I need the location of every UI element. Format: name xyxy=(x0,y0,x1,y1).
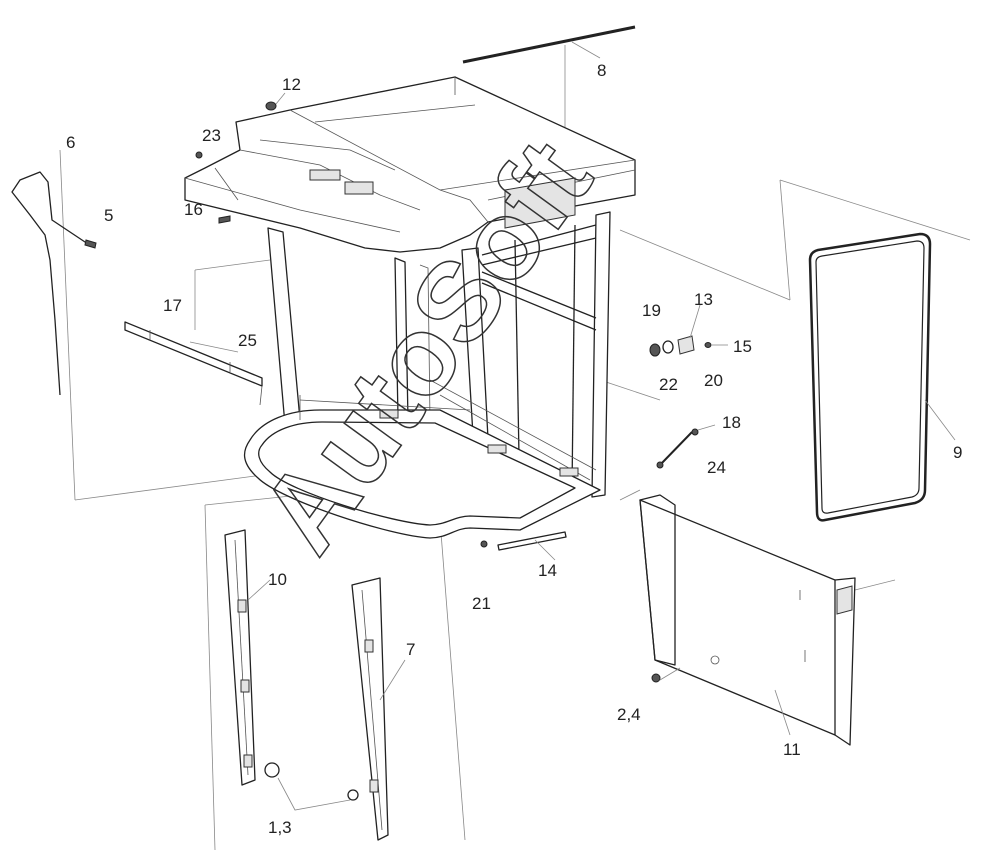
part-20-bracket xyxy=(677,335,695,355)
part-5-fitting xyxy=(84,239,97,249)
label-15: 15 xyxy=(733,337,752,356)
part-2-4-screw xyxy=(651,673,661,683)
cab-roof xyxy=(184,76,636,253)
part-8-roof-strip xyxy=(462,25,636,64)
label-14: 14 xyxy=(538,561,557,580)
part-16-screw xyxy=(218,215,231,224)
label-17: 17 xyxy=(163,296,182,315)
label-7: 7 xyxy=(406,640,415,659)
label-18: 18 xyxy=(722,413,741,432)
label-10: 10 xyxy=(268,570,287,589)
part-6-cable xyxy=(11,171,89,396)
label-23: 23 xyxy=(202,126,221,145)
label-16: 16 xyxy=(184,200,203,219)
label-25: 25 xyxy=(238,331,257,350)
part-1-3-cap-left xyxy=(264,762,280,778)
label-5: 5 xyxy=(104,206,113,225)
label-2-4: 2,4 xyxy=(617,705,641,724)
label-22: 22 xyxy=(659,375,678,394)
part-19-washer xyxy=(662,340,674,354)
label-19: 19 xyxy=(642,301,661,320)
label-21: 21 xyxy=(472,594,491,613)
part-17-25-strip xyxy=(124,321,263,406)
part-23-clip xyxy=(195,151,203,159)
part-22-nut xyxy=(649,343,661,357)
part-15-bolt xyxy=(704,342,712,348)
part-1-3-cap-right xyxy=(347,789,359,801)
part-7-mid-trim xyxy=(277,577,406,841)
label-6: 6 xyxy=(66,133,75,152)
part-10-left-trim xyxy=(224,529,280,786)
cab-frame xyxy=(243,211,611,539)
part-12-cap xyxy=(265,101,277,111)
label-24: 24 xyxy=(707,458,726,477)
label-8: 8 xyxy=(597,61,606,80)
part-14-bar xyxy=(480,531,567,561)
part-labels: 6 5 12 23 16 8 17 25 13 19 15 22 20 18 2… xyxy=(66,61,962,837)
label-20: 20 xyxy=(704,371,723,390)
label-11: 11 xyxy=(783,740,801,759)
part-9-window-seal xyxy=(808,232,956,522)
label-12: 12 xyxy=(282,75,301,94)
lock-assembly xyxy=(649,304,728,357)
part-18-24-rod xyxy=(656,424,716,469)
label-1-3: 1,3 xyxy=(268,818,292,837)
label-13: 13 xyxy=(694,290,713,309)
label-9: 9 xyxy=(953,443,962,462)
part-21-screw xyxy=(480,540,488,548)
part-11-side-panel xyxy=(639,494,856,746)
small-fasteners-top xyxy=(195,92,286,224)
